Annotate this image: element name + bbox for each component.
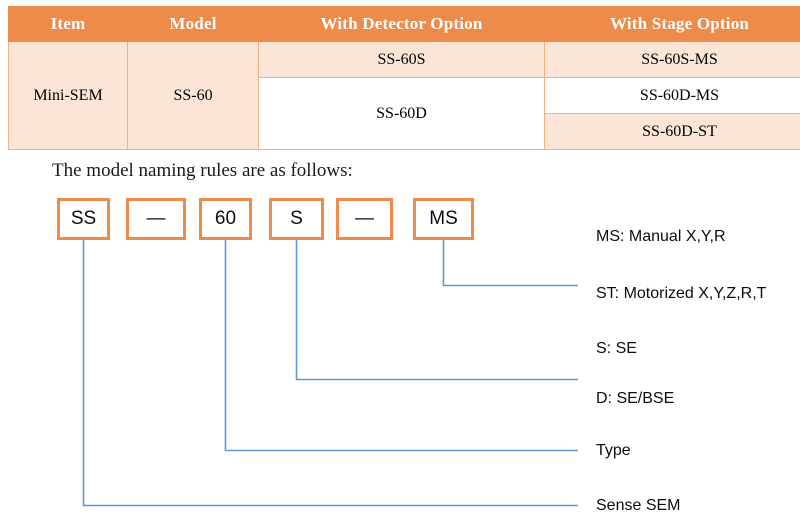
legend-item-d: D: SE/BSE (596, 390, 674, 408)
legend-item-type: Type (596, 442, 631, 460)
legend-item-sense-sem: Sense SEM (596, 497, 680, 515)
legend-item-st: ST: Motorized X,Y,Z,R,T (596, 285, 766, 303)
legend-item-s: S: SE (596, 340, 637, 358)
legend-item-ms: MS: Manual X,Y,R (596, 228, 726, 246)
